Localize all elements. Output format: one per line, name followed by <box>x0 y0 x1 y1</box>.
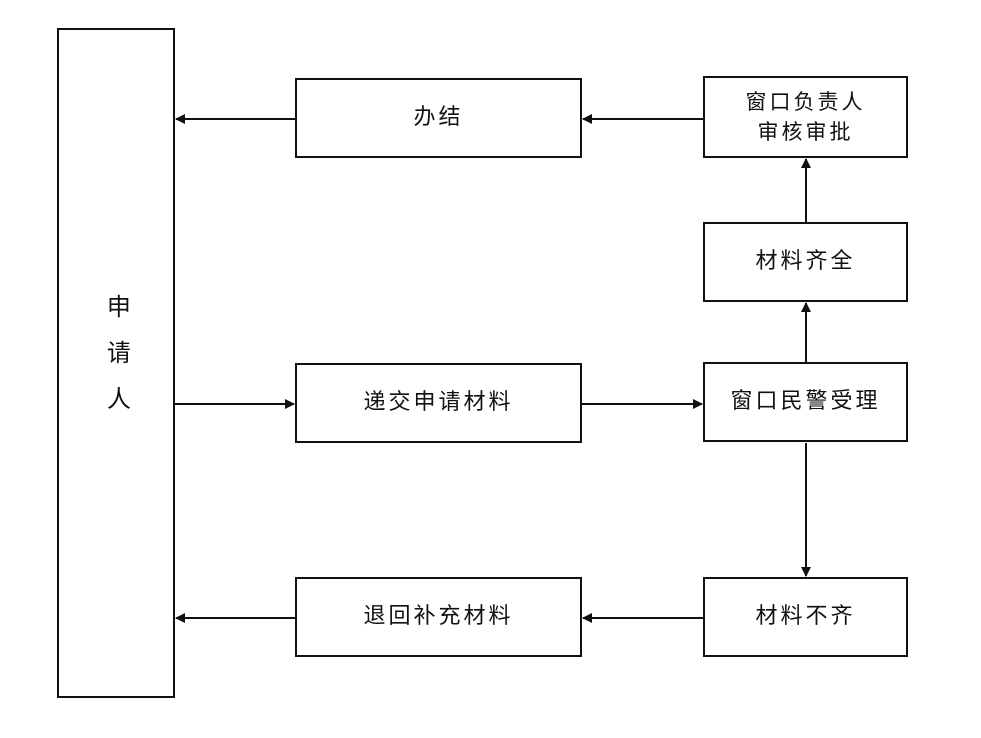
materials-incomplete-label: 材料不齐 <box>755 604 856 630</box>
materials-complete-box: 材料齐全 <box>703 222 908 302</box>
materials-incomplete-box: 材料不齐 <box>703 577 908 657</box>
submit-materials-label: 递交申请材料 <box>363 390 514 416</box>
return-supplement-label: 退回补充材料 <box>363 604 514 630</box>
materials-complete-label: 材料齐全 <box>755 249 856 275</box>
police-accept-box: 窗口民警受理 <box>703 362 908 442</box>
applicant-label: 申请人 <box>102 294 131 432</box>
review-label: 窗口负责人 审核审批 <box>745 89 866 144</box>
review-box: 窗口负责人 审核审批 <box>703 76 908 158</box>
finish-box: 办结 <box>295 78 582 158</box>
police-accept-label: 窗口民警受理 <box>730 389 881 415</box>
finish-label: 办结 <box>413 105 464 131</box>
submit-materials-box: 递交申请材料 <box>295 363 582 443</box>
return-supplement-box: 退回补充材料 <box>295 577 582 657</box>
applicant-box: 申请人 <box>57 28 175 698</box>
